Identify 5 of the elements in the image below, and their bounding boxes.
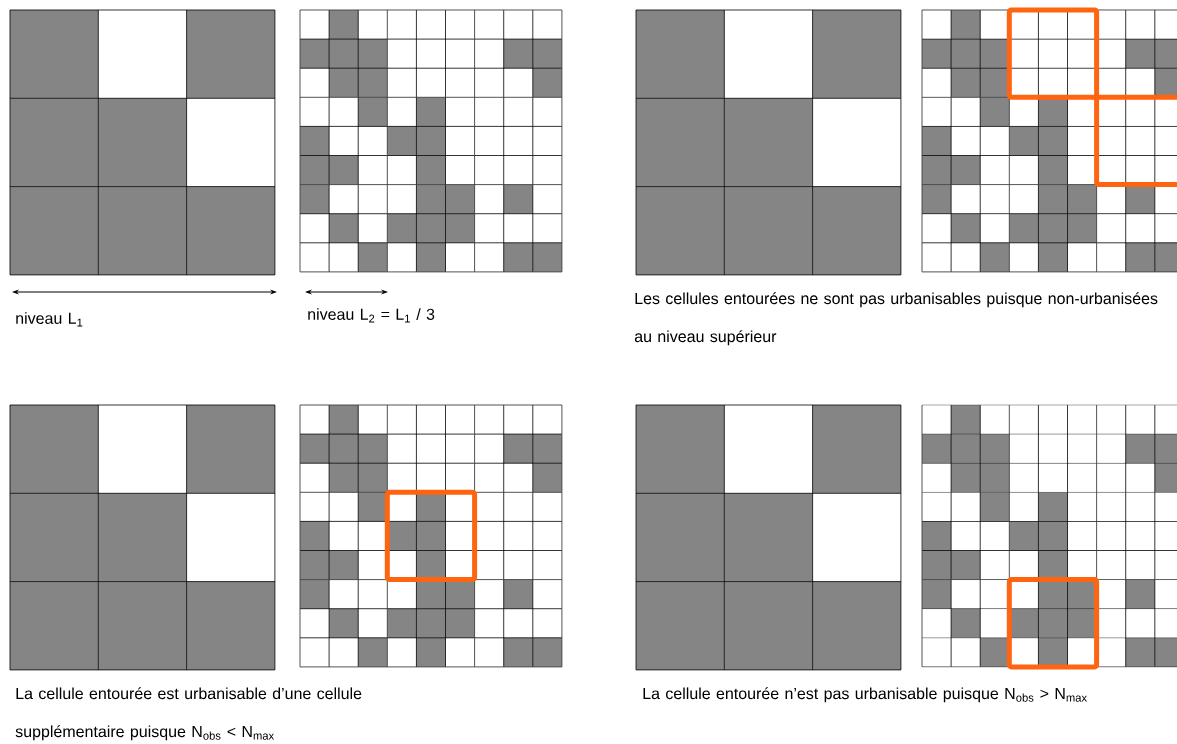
caption-text: niveau L$_{2}$ = L$_{1}$ / 3 bbox=[308, 308, 435, 323]
caption-text: La cellule entourée n’est pas urbanisable puisque N$_{obs}$ > N$_{max}$ bbox=[643, 687, 1087, 703]
caption-text: La cellule entourée est urbanisable d’une cellule supplémentaire puisque N$_{obs}$ < N$_{max}$ bbox=[15, 687, 362, 741]
caption-text: niveau L$_{1}$ bbox=[16, 312, 83, 327]
caption-text: Les cellules entourées ne sont pas urbanisables puisque non-urbanisées au niveau supérieur bbox=[634, 292, 1158, 346]
